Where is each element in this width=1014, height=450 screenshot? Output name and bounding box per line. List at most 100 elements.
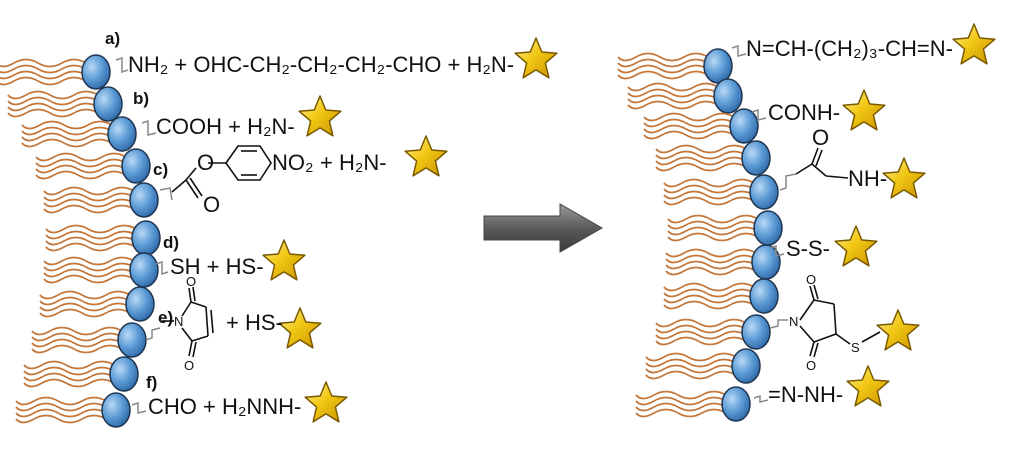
left-lipid-head bbox=[129, 252, 159, 288]
maleimide-ring bbox=[162, 286, 214, 358]
left-lipid-tail bbox=[31, 344, 123, 354]
carbonyl-oxygen: O bbox=[203, 192, 220, 217]
right-lipid-tail bbox=[635, 390, 727, 400]
right-lipid-head bbox=[749, 278, 779, 314]
left-lipid-tail bbox=[35, 152, 127, 162]
left-lipid-tail bbox=[43, 262, 135, 272]
left-lipid-tail bbox=[43, 256, 135, 266]
product-d-text: S-S- bbox=[786, 236, 830, 261]
left-lipid-tail bbox=[21, 132, 113, 142]
ester-oxygen: O bbox=[197, 150, 214, 175]
right-lipid-tail bbox=[655, 330, 747, 340]
right-lipid-tail bbox=[665, 254, 757, 264]
right-lipid-tail bbox=[645, 358, 737, 368]
left-lipid-head bbox=[131, 220, 161, 256]
right-lipid-tail bbox=[627, 88, 719, 98]
right-lipid-head bbox=[703, 48, 733, 84]
reaction-c-tail: + H₂N- bbox=[320, 150, 387, 175]
right-lipid-tail bbox=[617, 64, 709, 74]
left-lipid-tail bbox=[45, 224, 137, 234]
ligand-star-icon bbox=[842, 89, 886, 131]
reaction-c-structure bbox=[171, 145, 272, 199]
product-linker-a bbox=[731, 44, 747, 57]
left-lipid-head bbox=[101, 392, 131, 428]
linker-a bbox=[115, 56, 129, 74]
right-lipid-tail bbox=[655, 324, 747, 334]
right-lipid-tail bbox=[635, 402, 727, 412]
right-lipid-tail bbox=[665, 248, 757, 258]
linker-d bbox=[155, 260, 169, 276]
right-lipid-tail bbox=[627, 94, 719, 104]
maleimide-o-top: O bbox=[186, 274, 196, 289]
right-lipid-tail bbox=[665, 266, 757, 276]
product-linker-c bbox=[779, 173, 797, 191]
product-c-oxygen: O bbox=[812, 125, 829, 150]
right-lipid-tail bbox=[655, 144, 747, 154]
ligand-star-icon bbox=[404, 135, 448, 177]
right-lipid-head bbox=[713, 78, 743, 114]
ligand-star-icon bbox=[304, 381, 348, 423]
left-lipid-tail bbox=[15, 414, 107, 424]
ligand-star-icon bbox=[514, 37, 558, 79]
maleimide-o-bottom: O bbox=[184, 358, 194, 373]
left-lipid-tail bbox=[23, 360, 115, 370]
right-lipid-layer bbox=[617, 48, 783, 422]
label-c: c) bbox=[153, 160, 168, 179]
left-lipid-tail bbox=[0, 64, 87, 74]
label-e: e) bbox=[158, 308, 173, 327]
ligand-stars bbox=[262, 23, 996, 423]
left-lipid-tail bbox=[7, 96, 99, 106]
ligand-star-icon bbox=[876, 309, 920, 351]
left-lipid-tail bbox=[45, 236, 137, 246]
right-lipid-tail bbox=[645, 364, 737, 374]
left-lipid-tail bbox=[45, 242, 137, 252]
right-lipid-tail bbox=[635, 408, 727, 418]
ligand-star-icon bbox=[278, 307, 322, 349]
right-lipid-head bbox=[749, 174, 779, 210]
left-lipid-tail bbox=[0, 58, 87, 68]
right-lipid-head bbox=[741, 314, 771, 350]
linker-f bbox=[131, 401, 147, 414]
product-a-text: N=CH-(CH₂)₃-CH=N- bbox=[746, 36, 953, 61]
right-lipid-tail bbox=[627, 100, 719, 110]
right-lipid-head bbox=[731, 348, 761, 384]
label-d: d) bbox=[163, 233, 179, 252]
left-lipid-head bbox=[93, 86, 123, 122]
left-lipid-tail bbox=[35, 164, 127, 174]
left-lipid-tail bbox=[39, 302, 131, 312]
right-lipid-tail bbox=[617, 70, 709, 80]
left-lipid-head bbox=[129, 182, 159, 218]
ligand-star-icon bbox=[952, 23, 996, 65]
right-lipid-tail bbox=[667, 226, 759, 236]
product-f-text: =N-NH- bbox=[768, 382, 843, 407]
product-e-o-top: O bbox=[806, 272, 816, 287]
left-lipid-tail bbox=[43, 186, 135, 196]
left-lipid-head bbox=[121, 148, 151, 184]
right-lipid-tail bbox=[665, 260, 757, 270]
right-lipid-tail bbox=[635, 396, 727, 406]
right-lipid-tail bbox=[667, 214, 759, 224]
product-e-s: S bbox=[851, 340, 860, 355]
right-lipid-tail bbox=[655, 336, 747, 346]
reaction-d-text: SH + HS- bbox=[170, 254, 264, 279]
linker-e bbox=[145, 327, 161, 341]
right-lipid-tail bbox=[663, 196, 755, 206]
label-b: b) bbox=[133, 89, 149, 108]
left-lipid-tail bbox=[21, 126, 113, 136]
product-e-o-bottom: O bbox=[806, 358, 816, 373]
left-lipid-tail bbox=[23, 366, 115, 376]
right-lipid-tail bbox=[663, 282, 755, 292]
right-lipid-tail bbox=[667, 220, 759, 230]
left-lipid-tail bbox=[0, 70, 87, 80]
product-c-structure bbox=[795, 147, 849, 179]
product-linker-b bbox=[751, 108, 767, 121]
nitro-group: NO₂ bbox=[272, 150, 314, 175]
label-f: f) bbox=[146, 373, 157, 392]
left-lipid-head bbox=[125, 286, 155, 322]
left-lipid-head bbox=[109, 356, 139, 392]
ligand-star-icon bbox=[882, 157, 926, 199]
left-lipid-tail bbox=[43, 198, 135, 208]
left-lipid-tail bbox=[43, 204, 135, 214]
left-lipid-tail bbox=[39, 308, 131, 318]
right-lipid-head bbox=[741, 140, 771, 176]
